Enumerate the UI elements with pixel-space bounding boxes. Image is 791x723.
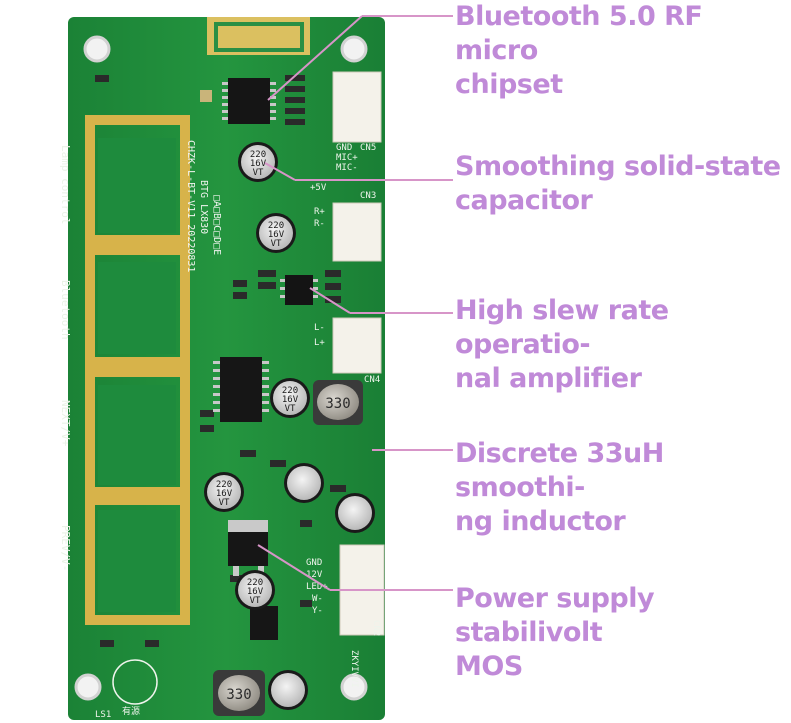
cn2-w: W-: [312, 594, 323, 604]
cn4-l-plus: L+: [314, 338, 325, 348]
cap-marking-voltage: 16V: [216, 489, 233, 499]
capacitor: [335, 493, 375, 533]
capacitor: [235, 570, 275, 610]
cn2-led: LED+: [306, 582, 328, 592]
connector-cn5: [332, 71, 382, 143]
touch-label-bluetooth: Bluetooth: [59, 280, 72, 340]
model-text-1: CHZK-L-BT-V11 20220831: [185, 140, 196, 272]
brand-mark: ZKYIVVI: [349, 650, 359, 688]
cn3-r-plus: R+: [314, 207, 325, 217]
inductor: 330: [313, 380, 363, 425]
cap-marking-voltage: 16V: [268, 230, 285, 240]
cap-marking-voltage: 16V: [250, 159, 267, 169]
touch-label-prev: PREV/V-: [59, 525, 72, 571]
smd-components: [95, 75, 346, 647]
cap-marking-voltage: 16V: [247, 587, 264, 597]
callout-mos: Power supply stabilivolt MOS: [455, 583, 655, 682]
mos-regulator: [228, 520, 268, 576]
cn4-label: CN4: [364, 375, 380, 385]
small-ic: [250, 606, 278, 640]
touch-label-lamp: Lamp control: [59, 145, 72, 224]
cap-marking-type: VT: [285, 404, 296, 414]
inductor-marking: 330: [226, 687, 251, 703]
model-text-2: BTG LX830: [198, 180, 209, 234]
cap-marking-value: 220: [250, 150, 266, 160]
callout-smoothing-capacitor: Smoothing solid-state capacitor: [455, 151, 781, 216]
model-text-3: □A□B□C□D□E: [211, 195, 222, 255]
cn2-y: Y-: [312, 606, 323, 616]
cn3-label: CN3: [360, 191, 376, 201]
cap-marking-value: 220: [268, 221, 284, 231]
connectors: [332, 71, 385, 636]
capacitors: [204, 142, 375, 710]
cap-marking-value: 220: [247, 578, 263, 588]
cap-marking-value: 220: [216, 480, 232, 490]
cn5-mic-plus: MIC+: [336, 153, 358, 163]
callout-opamp: High slew rate operatio- nal amplifier: [455, 295, 669, 394]
cn5-gnd: GND: [336, 143, 352, 153]
cap-marking-type: VT: [271, 239, 282, 249]
inductor-marking: 330: [325, 396, 350, 412]
cn4-l-minus: L-: [314, 323, 325, 333]
mounting-holes: [74, 35, 368, 701]
leader-lines: [257, 15, 453, 591]
capacitor: [284, 463, 324, 503]
opamp-chip: [280, 275, 318, 305]
ls1-label: LS1: [95, 710, 111, 720]
capacitor: [238, 142, 278, 182]
cap-marking-voltage: 16V: [282, 395, 299, 405]
callout-bluetooth-chipset: Bluetooth 5.0 RF micro chipset: [455, 1, 703, 100]
cn2-label: CN2: [371, 620, 381, 636]
cap-marking-type: VT: [253, 168, 264, 178]
cn2-gnd: GND: [306, 558, 322, 568]
cn5-label: CN5: [360, 143, 376, 153]
bluetooth-chip: [222, 78, 276, 124]
cn5-mic-minus: MIC-: [336, 163, 358, 173]
capacitor: [204, 472, 244, 512]
inductor: 330: [213, 670, 265, 716]
callout-inductor: Discrete 33uH smoothi- ng inductor: [455, 438, 664, 537]
capacitor: [270, 378, 310, 418]
buzzer-outline: [112, 659, 158, 705]
cap-marking-type: VT: [250, 596, 261, 606]
touch-label-next: NEXT/V+: [59, 400, 72, 447]
cn3-5v: +5V: [310, 183, 327, 193]
connector-cn3: [332, 202, 382, 262]
cap-marking-value: 220: [282, 386, 298, 396]
cn2-12v: 12V: [306, 570, 323, 580]
cap-marking-type: VT: [219, 498, 230, 508]
connector-cn4: [332, 317, 382, 374]
capacitor: [256, 213, 296, 253]
cn3-r-minus: R-: [314, 219, 325, 229]
buzzer-label: 有源: [122, 705, 140, 717]
touch-pads: [85, 115, 190, 625]
main-ic: [213, 357, 269, 422]
capacitor: [268, 670, 308, 710]
